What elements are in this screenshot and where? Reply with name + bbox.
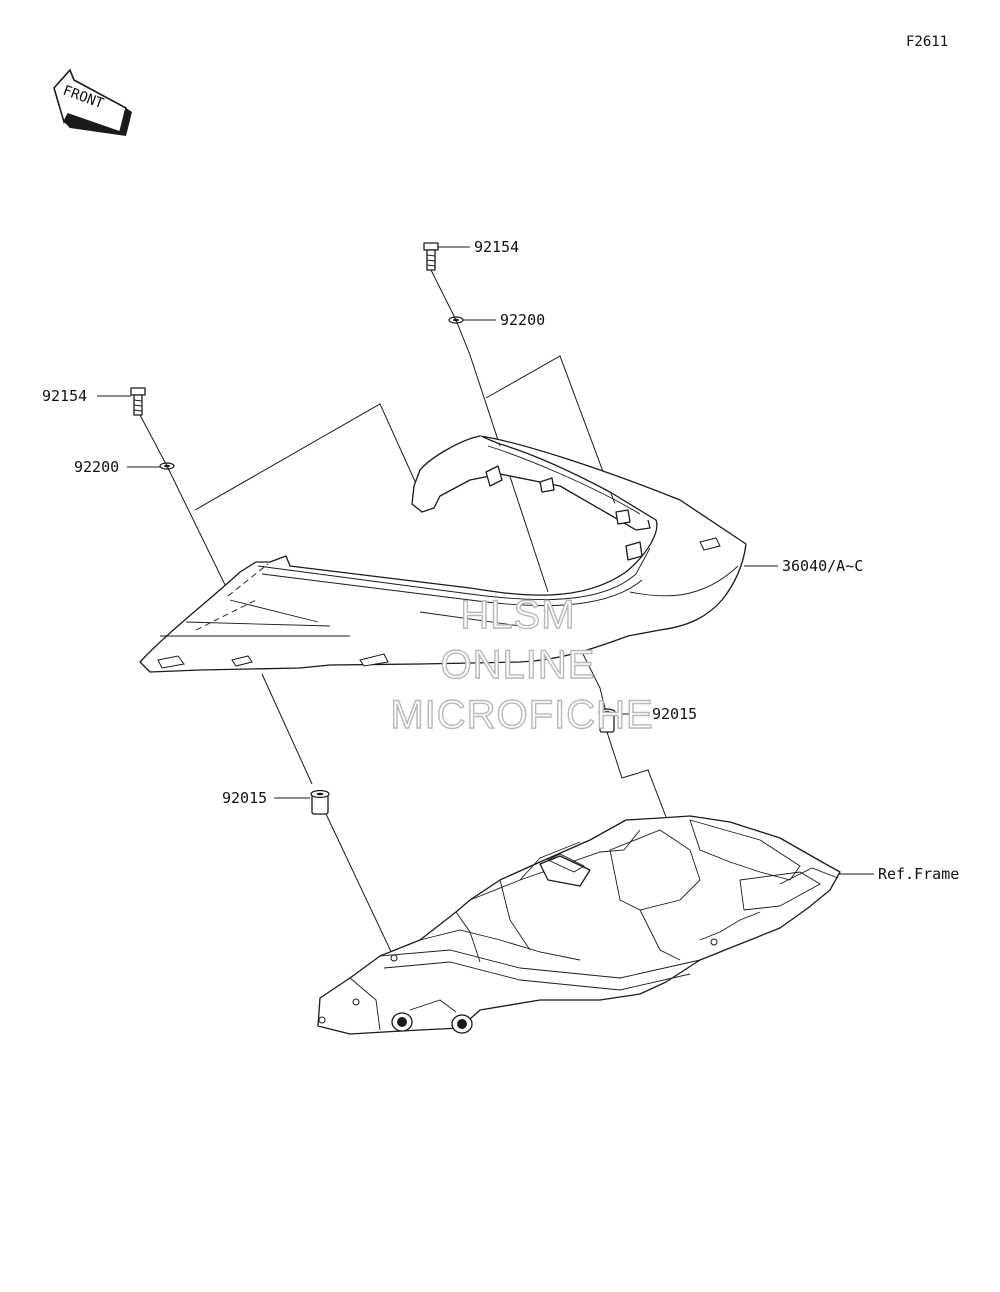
axis-left-middle bbox=[261, 673, 313, 785]
grommet-left bbox=[310, 789, 330, 815]
label-grommet-right: 92015 bbox=[652, 705, 697, 723]
watermark-line-3: MICROFICHE bbox=[390, 693, 653, 737]
front-arrow-icon: FRONT bbox=[53, 68, 132, 136]
axis-left-bolt bbox=[139, 414, 231, 596]
frame bbox=[317, 815, 841, 1035]
label-washer-left: 92200 bbox=[74, 458, 119, 476]
label-frame: Ref.Frame bbox=[878, 865, 959, 883]
side-cover bbox=[139, 435, 747, 673]
label-bolt-left: 92154 bbox=[42, 387, 87, 405]
bolt-top bbox=[423, 242, 439, 271]
ref-bracket-right bbox=[485, 355, 619, 513]
watermark-line-1: HLSM bbox=[460, 593, 575, 637]
label-cover: 36040/A~C bbox=[782, 557, 863, 575]
axis-grommet-left-lower bbox=[325, 813, 395, 959]
label-grommet-left: 92015 bbox=[222, 789, 267, 807]
bolt-left bbox=[130, 387, 146, 416]
diagram-id: F2611 bbox=[906, 34, 948, 50]
ref-bracket-left bbox=[194, 403, 419, 511]
label-washer-top: 92200 bbox=[500, 311, 545, 329]
watermark-line-2: ONLINE bbox=[441, 643, 596, 687]
label-bolt-top: 92154 bbox=[474, 238, 519, 256]
